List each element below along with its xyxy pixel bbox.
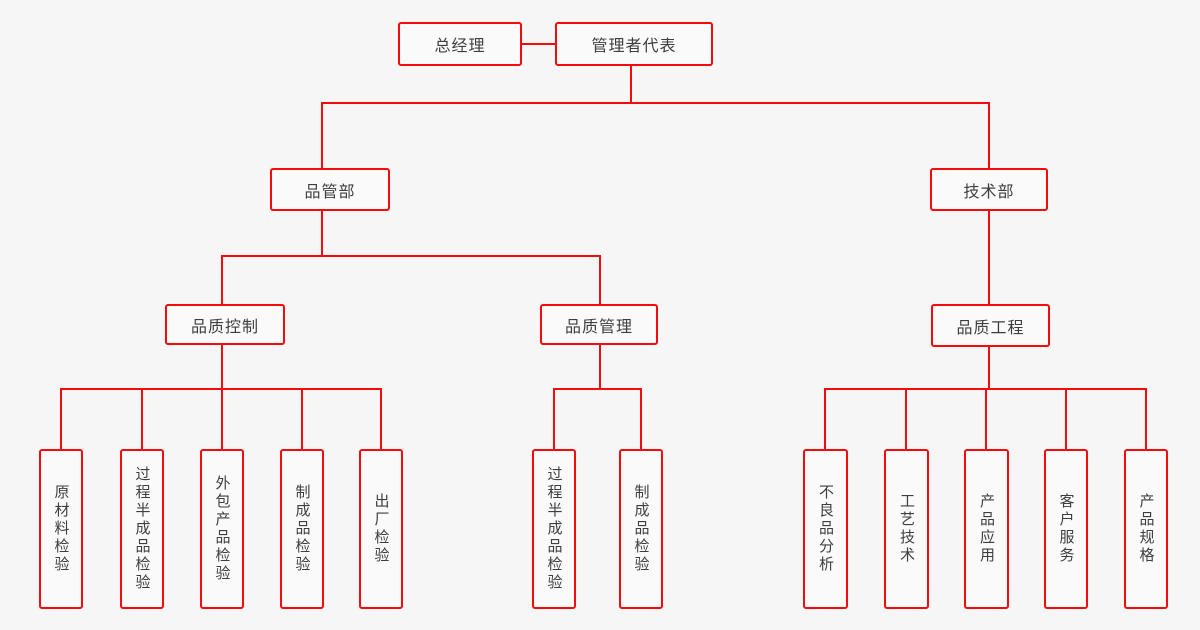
- connector-line: [521, 43, 555, 45]
- node-outsourced-product-inspection: 外包产品检验: [200, 449, 244, 609]
- node-label: 品管部: [304, 181, 356, 201]
- connector-line: [553, 389, 555, 449]
- connector-line: [630, 66, 632, 104]
- connector-line: [141, 389, 143, 449]
- connector-line: [380, 389, 382, 449]
- node-quality-engineering: 品质工程: [931, 304, 1050, 347]
- node-quality-dept: 品管部: [270, 168, 390, 211]
- node-label: 工艺技术: [898, 493, 916, 565]
- node-quality-management: 品质管理: [540, 304, 658, 345]
- connector-line: [221, 345, 223, 390]
- node-label: 技术部: [963, 181, 1015, 201]
- connector-line: [221, 256, 223, 304]
- node-label: 出厂检验: [372, 493, 391, 565]
- connector-line: [301, 389, 303, 449]
- node-label: 客户服务: [1057, 493, 1076, 565]
- connector-line: [905, 389, 907, 449]
- node-label: 制成品检验: [293, 484, 312, 574]
- node-management-representative: 管理者代表: [555, 22, 713, 66]
- node-factory-release-inspection: 出厂检验: [359, 449, 403, 609]
- node-finished-product-inspection: 制成品检验: [280, 449, 324, 609]
- node-quality-control: 品质控制: [165, 304, 285, 345]
- node-label: 总经理: [434, 36, 486, 55]
- connector-line: [985, 389, 987, 449]
- connector-line: [321, 211, 323, 257]
- connector-line: [599, 344, 601, 390]
- connector-line: [988, 211, 990, 304]
- node-label: 外包产品检验: [213, 475, 232, 583]
- node-general-manager: 总经理: [398, 22, 522, 66]
- node-label: 产品规格: [1137, 493, 1156, 565]
- node-product-specification: 产品规格: [1124, 449, 1168, 609]
- node-defective-product-analysis: 不良品分析: [803, 449, 848, 609]
- connector-line: [599, 256, 601, 304]
- node-label: 品质工程: [956, 317, 1025, 337]
- node-label: 制成品检验: [632, 484, 651, 574]
- node-process-technology: 工艺技术: [884, 449, 929, 609]
- connector-line: [321, 102, 990, 104]
- connector-line: [221, 255, 601, 257]
- node-label: 原材料检验: [52, 484, 71, 574]
- connector-line: [553, 388, 642, 390]
- connector-line: [988, 103, 990, 168]
- node-process-semi-finished-inspection: 过程半成品检验: [120, 449, 164, 609]
- node-label: 过程半成品检验: [133, 466, 152, 592]
- connector-line: [60, 389, 62, 449]
- node-label: 品质控制: [190, 316, 259, 336]
- node-label: 管理者代表: [591, 36, 677, 55]
- connector-line: [988, 347, 990, 390]
- connector-line: [321, 103, 323, 168]
- node-qm-process-semi-finished-inspection: 过程半成品检验: [532, 449, 576, 609]
- node-label: 产品应用: [978, 493, 996, 565]
- connector-line: [1145, 389, 1147, 449]
- node-product-application: 产品应用: [964, 449, 1009, 609]
- connector-line: [221, 389, 223, 449]
- node-customer-service: 客户服务: [1044, 449, 1088, 609]
- node-label: 不良品分析: [817, 484, 835, 574]
- connector-line: [640, 389, 642, 449]
- node-label: 过程半成品检验: [545, 466, 564, 592]
- node-technology-dept: 技术部: [930, 168, 1048, 211]
- connector-line: [1065, 389, 1067, 449]
- node-qm-finished-product-inspection: 制成品检验: [619, 449, 663, 609]
- connector-line: [824, 389, 826, 449]
- node-raw-material-inspection: 原材料检验: [39, 449, 83, 609]
- node-label: 品质管理: [564, 316, 633, 336]
